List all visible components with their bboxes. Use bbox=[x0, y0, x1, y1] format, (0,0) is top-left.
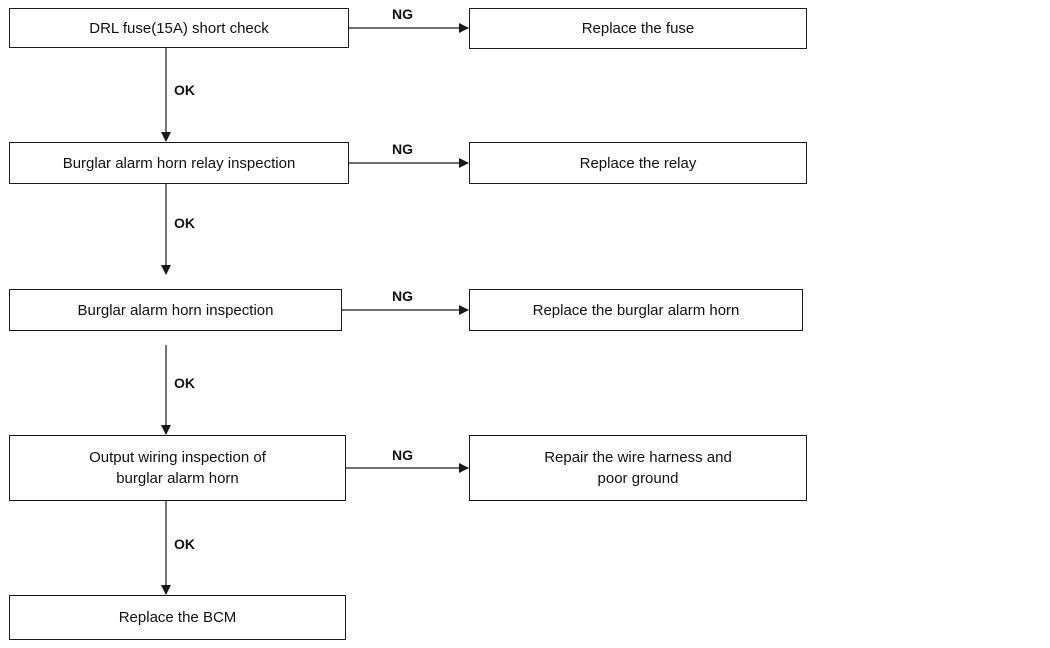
step-drl-fuse-check: DRL fuse(15A) short check bbox=[9, 8, 349, 48]
ng-label: NG bbox=[392, 447, 413, 463]
step-output-wiring-inspection: Output wiring inspection of burglar alar… bbox=[9, 435, 346, 501]
step-horn-relay-inspection: Burglar alarm horn relay inspection bbox=[9, 142, 349, 184]
action-replace-horn: Replace the burglar alarm horn bbox=[469, 289, 803, 331]
action-replace-relay: Replace the relay bbox=[469, 142, 807, 184]
step-horn-inspection: Burglar alarm horn inspection bbox=[9, 289, 342, 331]
ok-label: OK bbox=[174, 82, 195, 98]
action-repair-wire-harness: Repair the wire harness and poor ground bbox=[469, 435, 807, 501]
action-replace-fuse: Replace the fuse bbox=[469, 8, 807, 49]
ng-label: NG bbox=[392, 141, 413, 157]
ng-label: NG bbox=[392, 6, 413, 22]
step-replace-bcm: Replace the BCM bbox=[9, 595, 346, 640]
ok-label: OK bbox=[174, 536, 195, 552]
ng-label: NG bbox=[392, 288, 413, 304]
ok-label: OK bbox=[174, 215, 195, 231]
ok-label: OK bbox=[174, 375, 195, 391]
